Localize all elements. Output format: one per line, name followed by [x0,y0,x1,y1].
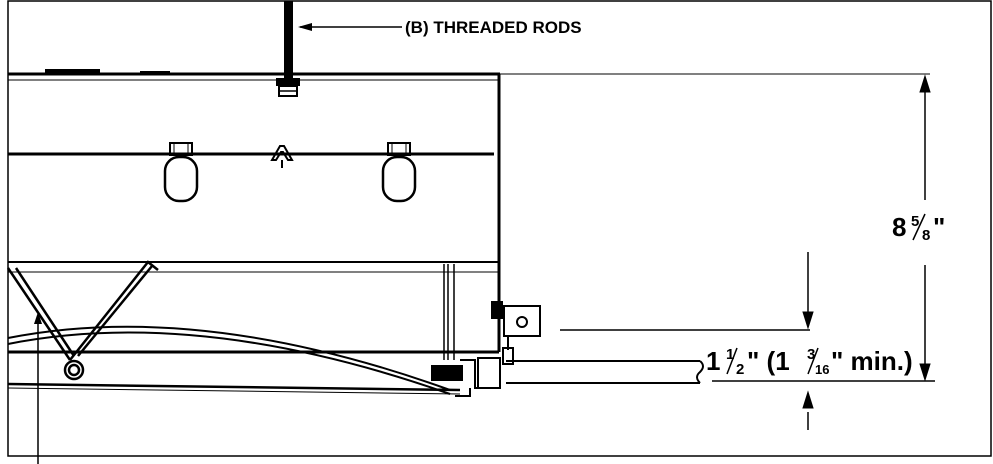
threaded-rods-leader-arrow [298,23,402,31]
height-fraction-num: 5 [911,213,919,230]
latch-bracket [491,301,541,365]
fixture-housing [8,69,501,354]
gap-dimension-label: 1 1 2 " (1 3 16 " min.) [706,346,913,378]
spring-leader-line [34,312,42,464]
gap-min-num: 3 [807,346,815,363]
height-unit: " [933,212,945,242]
gap-whole: 1 [706,346,720,376]
hinge-rods [443,264,455,360]
lens-door [7,325,461,395]
height-whole: 8 [892,212,906,242]
height-dimension-line [500,73,935,382]
gap-fraction-den: 2 [736,361,744,378]
gap-dimension-line [560,252,814,430]
center-keyhole-bracket [270,145,294,168]
gap-fraction-num: 1 [726,346,734,363]
gap-tail: " min.) [831,346,913,376]
torsion-spring [6,260,159,381]
drawing-frame [7,0,992,457]
threaded-rod [276,1,300,97]
gap-mid: " (1 [747,346,790,376]
height-dimension-label: 8 5 8 " [892,212,945,244]
left-lamp-clip [163,142,199,203]
ceiling-tile [506,360,704,384]
height-fraction-den: 8 [922,227,930,244]
trim-flange [431,357,501,397]
threaded-rods-label: (B) THREADED RODS [405,18,582,37]
right-lamp-clip [381,142,417,203]
gap-min-den: 16 [815,362,829,377]
